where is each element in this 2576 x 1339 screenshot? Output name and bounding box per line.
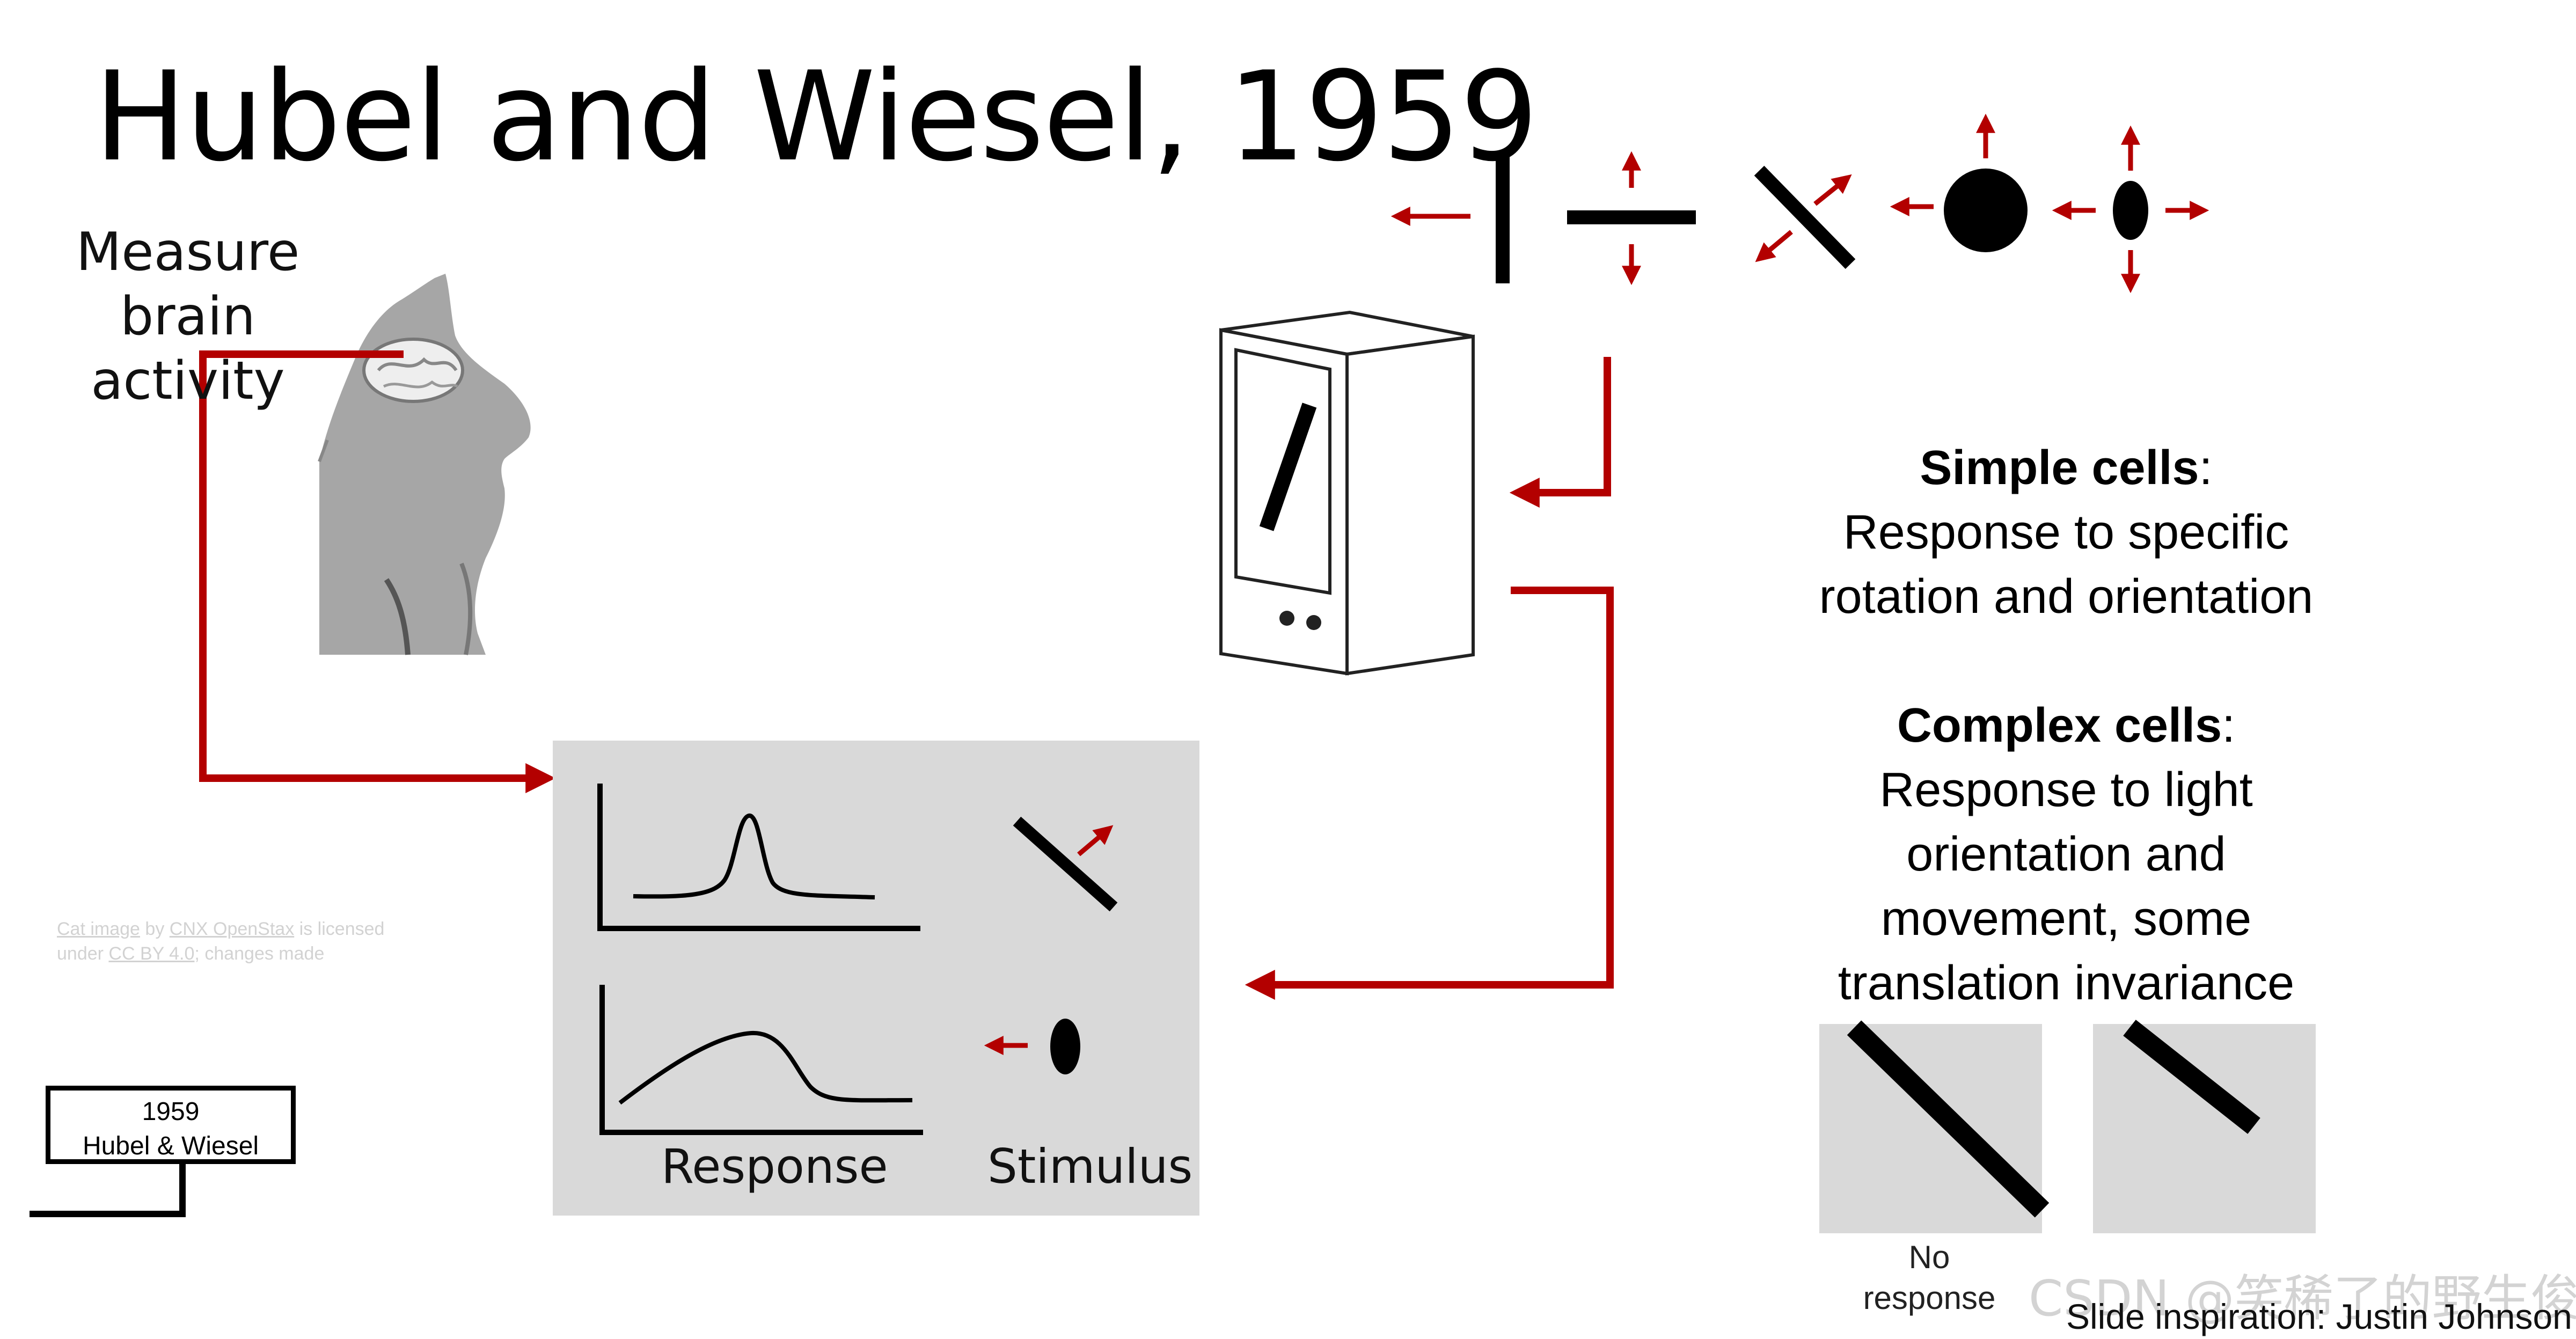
simple-cells-line1: Response to specific [1843,506,2289,559]
image-credit: Cat image by CNX OpenStax is licensed un… [57,917,384,966]
credit-cat-image-link[interactable]: Cat image [57,919,140,939]
watermark: CSDN @笑稀了的野生俊 [2029,1270,2576,1327]
credit-changes: ; changes made [194,943,325,964]
complex-cell-example-box-1 [1819,1020,2050,1233]
no-response-line2: response [1863,1280,1996,1316]
brain-icon [362,338,464,403]
complex-cells-colon: : [2222,699,2236,752]
citation-year: 1959 [142,1097,200,1126]
measure-label-line2: brain activity [91,286,285,412]
diagonal-bar-stimulus-icon [1754,165,1856,269]
stimuli-to-monitor-arrow [1509,357,1611,508]
panel-ellipse-stimulus-icon [984,1019,1080,1074]
response-graph-broad [599,985,923,1135]
monitor-to-panel-arrow [1245,587,1614,1000]
complex-cells-line1: Response to light [1879,763,2253,817]
credit-by: by [140,919,170,939]
no-response-line1: No [1908,1239,1950,1275]
credit-license-link[interactable]: CC BY 4.0 [108,943,195,964]
computer-monitor-icon [1219,310,1475,676]
response-label: Response [661,1139,888,1194]
stimulus-label: Stimulus [987,1139,1193,1194]
complex-cells-line2: orientation and [1906,828,2226,881]
simple-cells-line2: rotation and orientation [1819,570,2314,624]
measure-label: Measure brain activity [16,220,360,413]
complex-cells-line4: translation invariance [1838,956,2295,1010]
simple-cells-colon: : [2199,441,2213,495]
slide-inspiration: Slide inspiration: Justin Johnson [2066,1297,2572,1336]
vertical-bar-stimulus-icon [1391,156,1510,283]
brain-to-panel-arrow [199,350,556,793]
citation-box: 1959 Hubel & Wiesel [46,1086,296,1164]
complex-cell-example-box-2 [2093,1020,2316,1233]
complex-cells-line3: movement, some [1880,892,2252,946]
ellipse-stimulus-icon [2052,125,2209,294]
horizontal-bar-stimulus-icon [1567,151,1696,286]
response-panel [553,741,1199,1216]
citation-bracket [30,1164,186,1217]
panel-diagonal-bar-stimulus-icon [1013,816,1118,912]
measure-label-line1: Measure [76,222,300,283]
simple-cells-heading: Simple cells [1920,441,2199,495]
citation-authors: Hubel & Wiesel [82,1132,259,1160]
page-title: Hubel and Wiesel, 1959 [94,46,1539,189]
credit-licensed: is licensed [294,919,385,939]
no-response-caption: No response [1825,1237,2034,1319]
credit-source-link[interactable]: CNX OpenStax [169,919,295,939]
simple-cells-description: Simple cells: Response to specific rotat… [1766,436,2367,629]
complex-cells-heading: Complex cells [1897,699,2222,752]
dot-stimulus-icon [1890,113,2028,252]
credit-under: under [57,943,109,964]
complex-cells-description: Complex cells: Response to light orienta… [1766,693,2367,1015]
response-graph-peaked [597,784,920,931]
